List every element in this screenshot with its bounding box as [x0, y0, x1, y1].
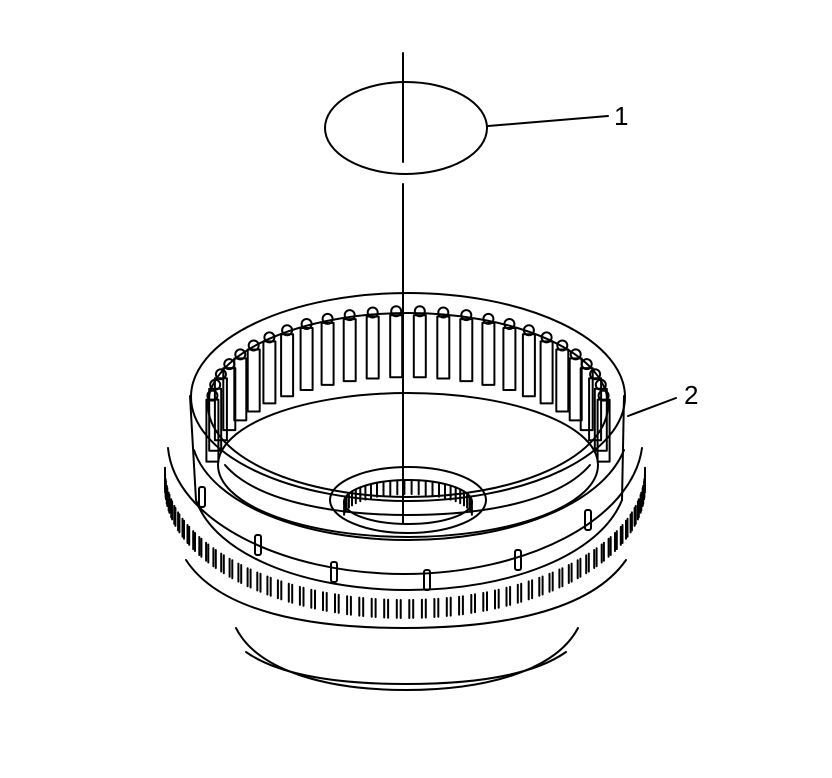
spline-tooth [412, 314, 427, 379]
gear-teeth [164, 466, 646, 619]
band-slot [330, 561, 338, 583]
spline-tip [206, 389, 219, 402]
spline-tooth [342, 318, 357, 383]
band-slot [198, 486, 206, 508]
leader-line-1 [487, 115, 609, 127]
spline-tip [343, 309, 356, 322]
spline-tooth [436, 315, 451, 380]
gear-ring-band-bottom [185, 559, 627, 629]
drum-inner-ledge [217, 392, 599, 538]
drum-top-rim-inner [207, 312, 609, 498]
band-slot [514, 549, 522, 571]
spline-tooth [459, 318, 474, 383]
spline-tip [522, 324, 535, 337]
spline-tooth [389, 314, 404, 379]
drum-wall-left [189, 395, 197, 501]
leader-line-2 [627, 397, 677, 417]
spline-tip [503, 318, 516, 330]
drum-housing [164, 292, 646, 691]
callout-label-1: 1 [614, 101, 628, 131]
spline-tip [540, 331, 553, 344]
spline-tooth [365, 315, 380, 380]
spline-tip [247, 339, 260, 352]
spline-tooth [299, 327, 314, 391]
spline-tip [321, 312, 334, 325]
callout-label-2: 2 [684, 380, 698, 410]
band-slot [423, 569, 431, 591]
spline-tip [281, 324, 294, 337]
spline-tip [482, 312, 495, 325]
spline-tooth [555, 348, 570, 413]
spline-tip [214, 368, 227, 381]
seal-ring [324, 81, 488, 175]
internal-splines [205, 305, 611, 463]
inner-hub-teeth [343, 479, 473, 516]
spline-tip [413, 305, 426, 318]
spline-tip [263, 331, 276, 344]
spline-tip [569, 348, 582, 361]
drum-bottom-hub-inner [245, 651, 567, 685]
spline-tooth [481, 321, 496, 386]
spline-tip [437, 306, 450, 319]
band-slot [584, 509, 592, 531]
spline-tooth [539, 340, 554, 405]
drum-rim-band-upper [193, 449, 625, 541]
drum-wall-right [621, 395, 625, 501]
inner-hub-outer [329, 466, 487, 534]
spline-tooth [262, 340, 277, 405]
band-slots [198, 486, 592, 591]
spline-tip [390, 305, 403, 318]
gear-ring-band-top [167, 447, 643, 575]
spline-tooth [521, 333, 536, 398]
spline-tip [300, 318, 313, 330]
spline-tooth [502, 327, 517, 391]
spline-tip [234, 348, 247, 361]
spline-tip [597, 389, 610, 402]
spline-tip [594, 378, 607, 391]
drum-top-rim-outer [190, 292, 626, 502]
spline-tooth [246, 348, 261, 413]
spline-tip [366, 306, 379, 319]
drum-floor-edge [224, 464, 591, 516]
drum-bottom-hub [235, 627, 579, 691]
drum-rim-band-lower [195, 499, 623, 591]
spline-tip [460, 309, 473, 322]
spline-tip [556, 339, 569, 352]
spline-tip [580, 358, 593, 371]
spline-tip [589, 368, 602, 381]
spline-tooth [280, 333, 295, 398]
spline-tooth [320, 321, 335, 386]
band-slot [254, 534, 262, 556]
